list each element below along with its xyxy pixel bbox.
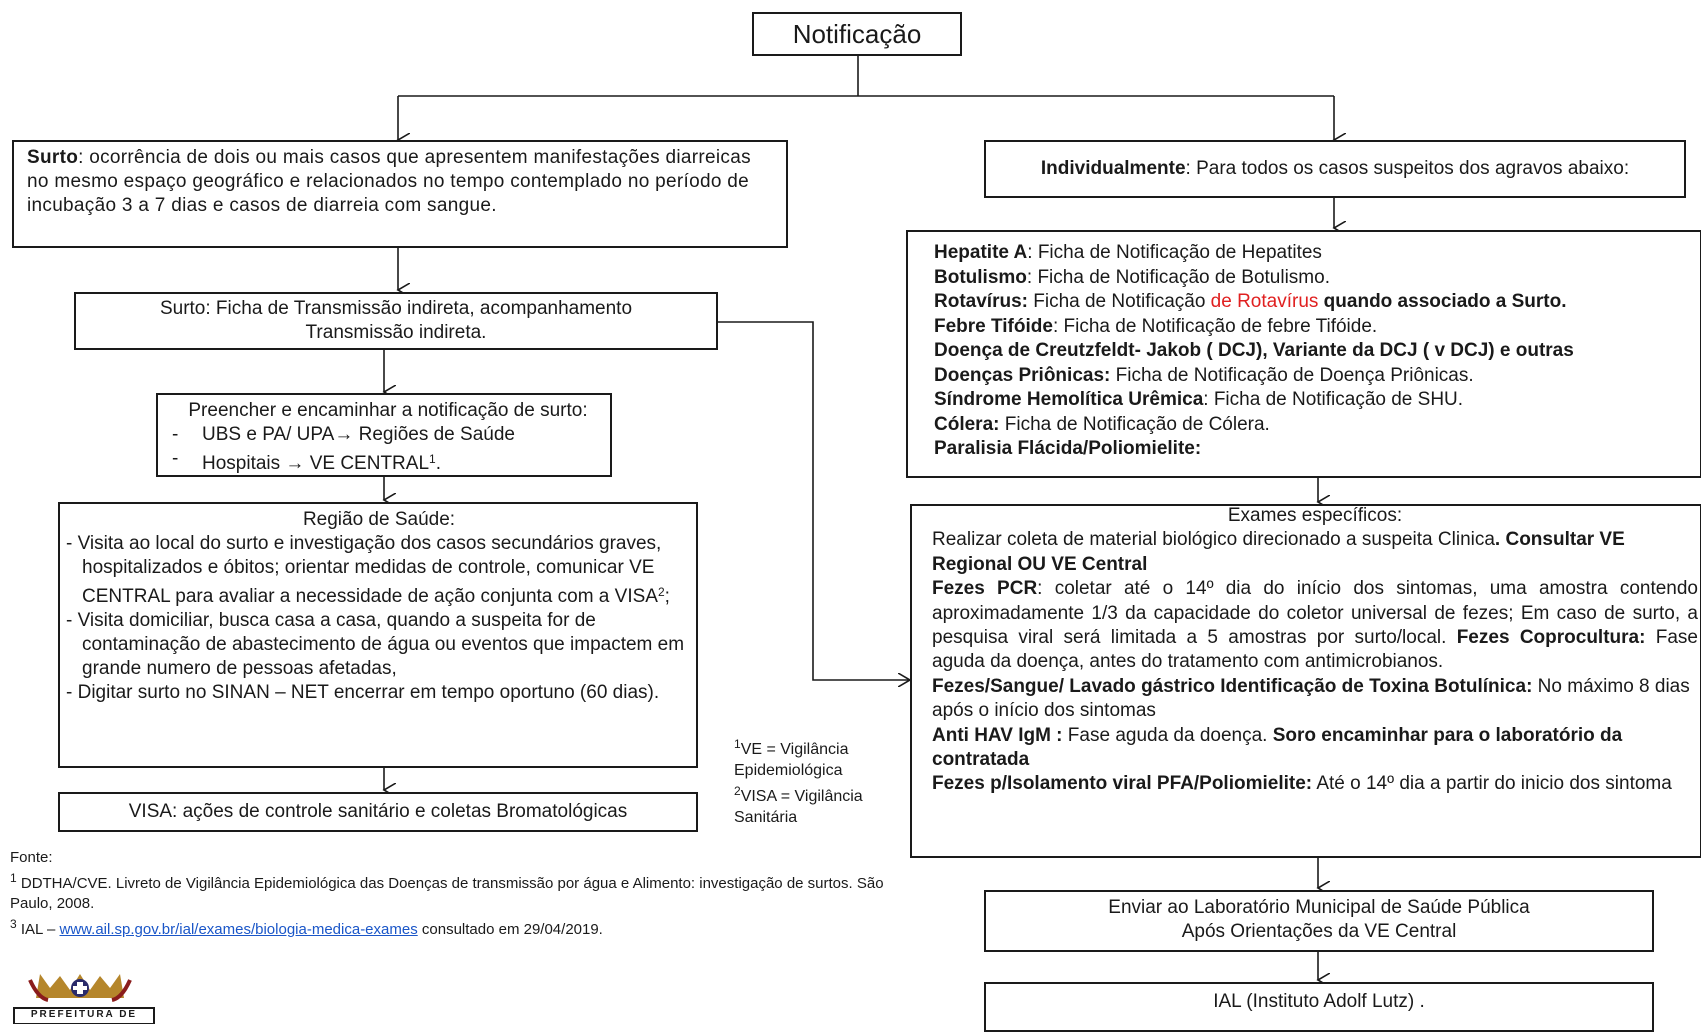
- reference-link[interactable]: www.ail.sp.gov.br/ial/exames/biologia-me…: [59, 921, 418, 938]
- regiao-box: [58, 502, 698, 768]
- ial-text: IAL (Instituto Adolf Lutz) .: [1213, 991, 1425, 1012]
- ficha-box: [74, 292, 718, 350]
- agravos-box: [906, 230, 1701, 478]
- page-title: Notificação: [792, 19, 922, 49]
- agravo-item: Botulismo: Ficha de Notificação de Botul…: [934, 266, 1330, 288]
- enviar-text: Enviar ao Laboratório Municipal de Saúde…: [1108, 897, 1530, 942]
- agravo-item: Doenças Priônicas: Ficha de Notificação …: [934, 364, 1474, 386]
- regiao-text: Região de Saúde: - Visita ao local do su…: [66, 509, 685, 703]
- agravo-item: Hepatite A: Ficha de Notificação de Hepa…: [934, 242, 1322, 263]
- preencher-text: Preencher e encaminhar a notificação de …: [168, 399, 608, 476]
- footnotes: 1VE = Vigilância Epidemiológica 2VISA = …: [734, 737, 863, 826]
- exames-box: [910, 504, 1701, 858]
- agravos-list: Hepatite A: Ficha de Notificação de Hepa…: [934, 241, 1698, 462]
- agravo-item: Síndrome Hemolítica Urêmica: Ficha de No…: [934, 389, 1464, 410]
- agravo-item: Paralisia Flácida/Poliomielite:: [934, 438, 1202, 459]
- logo-text: PREFEITURA DE: [30, 1009, 138, 1020]
- surto-box: [12, 140, 788, 248]
- individual-box: [984, 140, 1686, 198]
- ficha-text: Surto: Ficha de Transmissão indireta, ac…: [159, 298, 633, 343]
- agravo-item: Doença de Creutzfeldt- Jakob ( DCJ), Var…: [934, 340, 1574, 361]
- agravo-item: Rotavírus: Ficha de Notificação de Rotav…: [934, 291, 1567, 312]
- title-box: [752, 12, 962, 56]
- visa-box: [58, 792, 698, 832]
- surto-definition: Surto: ocorrência de dois ou mais casos …: [27, 147, 751, 216]
- individual-text: Individualmente: Para todos os casos sus…: [1040, 158, 1630, 179]
- agravo-item: Cólera: Ficha de Notificação de Cólera.: [934, 413, 1270, 435]
- prefeitura-logo: PREFEITURA DE: [8, 972, 158, 1025]
- agravo-item: Febre Tifóide: Ficha de Notificação de f…: [934, 315, 1378, 337]
- visa-text: VISA: ações de controle sanitário e cole…: [128, 801, 628, 822]
- exames-text: Exames específicos: Realizar coleta de m…: [932, 505, 1699, 795]
- fonte-references: Fonte: 1 DDTHA/CVE. Livreto de Vigilânci…: [10, 849, 884, 938]
- enviar-box: [984, 890, 1654, 952]
